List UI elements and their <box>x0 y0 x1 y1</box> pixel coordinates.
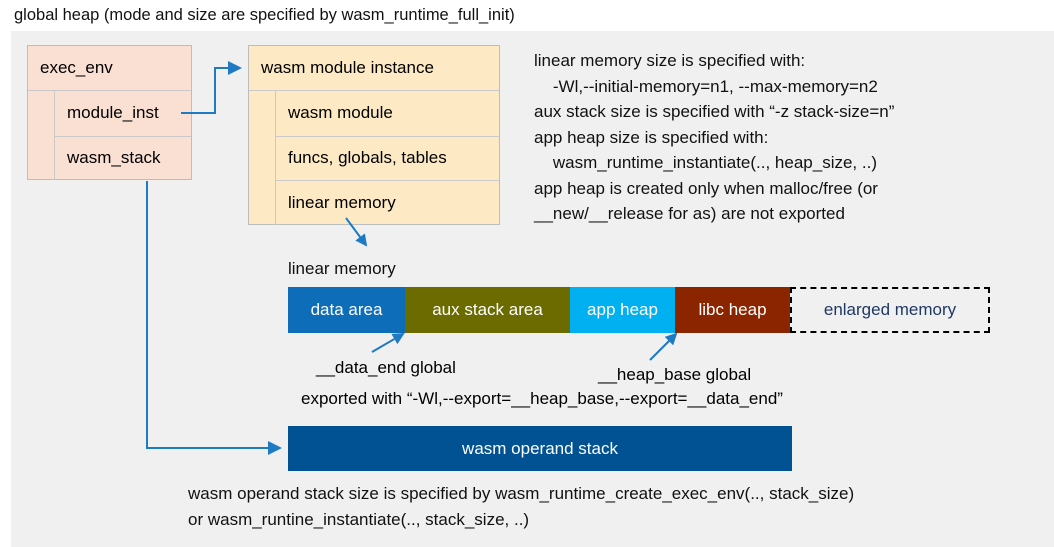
exec-env-fields: module_inst wasm_stack <box>55 91 191 180</box>
page-title: global heap (mode and size are specified… <box>14 6 515 24</box>
wasm-module-instance-body: wasm module funcs, globals, tables linea… <box>249 91 499 225</box>
linear-memory-note: linear memory size is specified with: -W… <box>534 51 895 223</box>
wasm-module-instance-fields: wasm module funcs, globals, tables linea… <box>276 91 499 225</box>
annotation-data-end: __data_end global <box>316 358 456 377</box>
wasm-operand-stack-bar: wasm operand stack <box>288 426 792 471</box>
exec-env-field-module-inst: module_inst <box>67 103 159 123</box>
operand-stack-note: wasm operand stack size is specified by … <box>188 484 855 529</box>
wasm-module-instance-header: wasm module instance <box>249 46 499 91</box>
memory-segment-app-heap: app heap <box>570 287 675 333</box>
annotation-exported-with: exported with “-Wl,--export=__heap_base,… <box>301 389 783 408</box>
module-field-wasm-module: wasm module <box>288 103 393 123</box>
exec-env-box: exec_env module_inst wasm_stack <box>27 45 192 180</box>
exec-env-body: module_inst wasm_stack <box>28 91 191 180</box>
memory-segment-aux-stack-area: aux stack area <box>405 287 570 333</box>
memory-segment-enlarged-memory: enlarged memory <box>790 287 990 333</box>
exec-env-field-wasm-stack: wasm_stack <box>55 136 191 180</box>
module-field-funcs-globals-tables: funcs, globals, tables <box>276 136 499 180</box>
wasm-module-instance-box: wasm module instance wasm module funcs, … <box>248 45 500 225</box>
wasm-module-instance-gutter <box>249 91 276 225</box>
module-field-linear-memory: linear memory <box>276 180 499 225</box>
memory-segment-libc-heap: libc heap <box>675 287 790 333</box>
exec-env-header: exec_env <box>28 46 191 91</box>
annotation-heap-base: __heap_base global <box>598 365 752 384</box>
exec-env-gutter <box>28 91 55 180</box>
linear-memory-bar-label: linear memory <box>288 259 396 278</box>
memory-segment-data-area: data area <box>288 287 405 333</box>
